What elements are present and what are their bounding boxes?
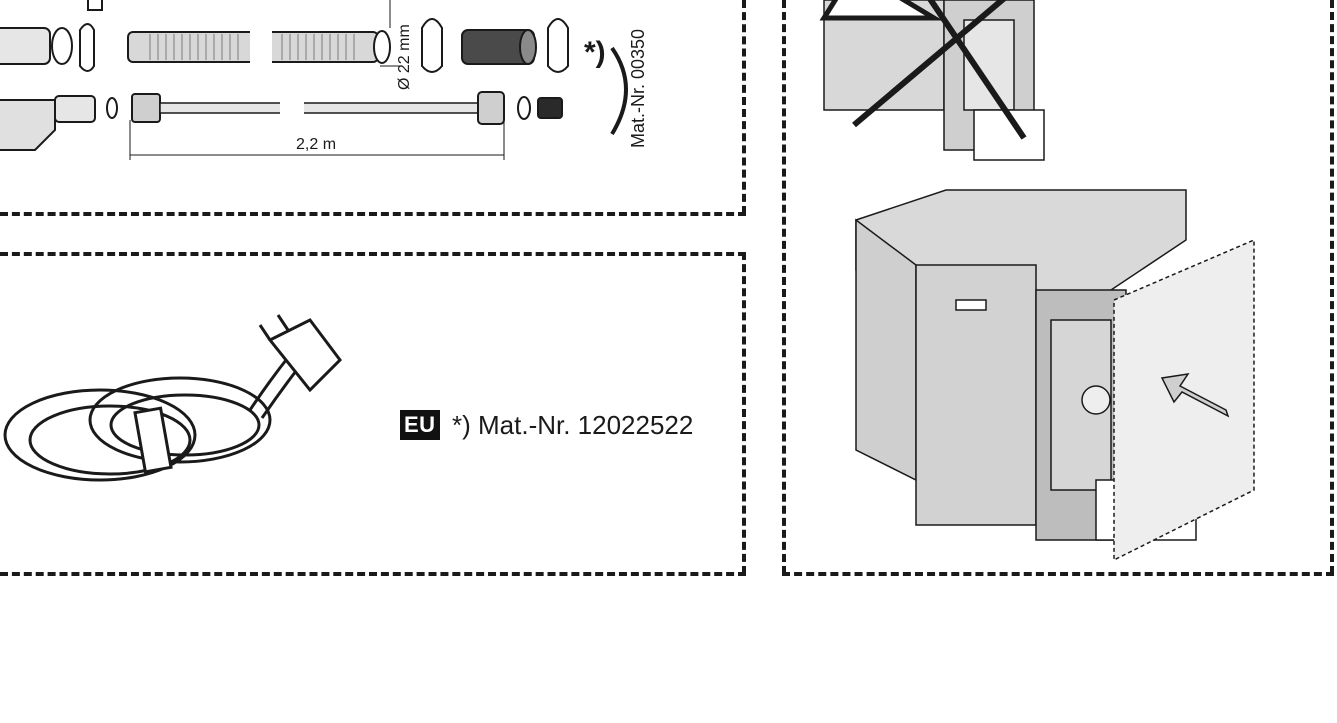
cable-panel-bottom-border — [0, 572, 746, 576]
dishwasher-panel-icon — [855, 189, 1255, 562]
hoses-panel-bottom-border — [0, 212, 746, 216]
cable-matnr-label: *) Mat.-Nr. 12022522 — [452, 410, 694, 440]
hose-diameter-label: Ø 22 mm — [396, 24, 413, 90]
power-cable-icon — [3, 314, 342, 482]
hose-matnr-label: Mat.-Nr. 00350 — [628, 28, 648, 148]
dishwasher-cross-icon — [819, 0, 1045, 161]
cable-panel-right-border — [742, 252, 746, 574]
hose-length-label: 2,2 m — [296, 136, 337, 153]
installation-panel-right-border — [1330, 0, 1334, 574]
hose-fittings-icon — [0, 0, 628, 160]
hoses-panel-right-border — [742, 0, 746, 214]
cable-panel-top-border — [0, 252, 746, 256]
installation-panel-bottom-border — [782, 572, 1334, 576]
eu-badge: EU — [400, 410, 440, 440]
warning-triangle-icon — [819, 0, 944, 21]
cable-panel: EU *) Mat.-Nr. 12022522 — [0, 250, 750, 580]
arrow-icon — [1160, 372, 1230, 418]
installation-panel-left-border — [782, 0, 786, 574]
hoses-panel: 2,2 m Ø 22 mm *) Mat.-Nr. 00350 — [0, 0, 750, 218]
hose-asterisk: *) — [584, 36, 606, 69]
installation-panel — [780, 0, 1337, 580]
